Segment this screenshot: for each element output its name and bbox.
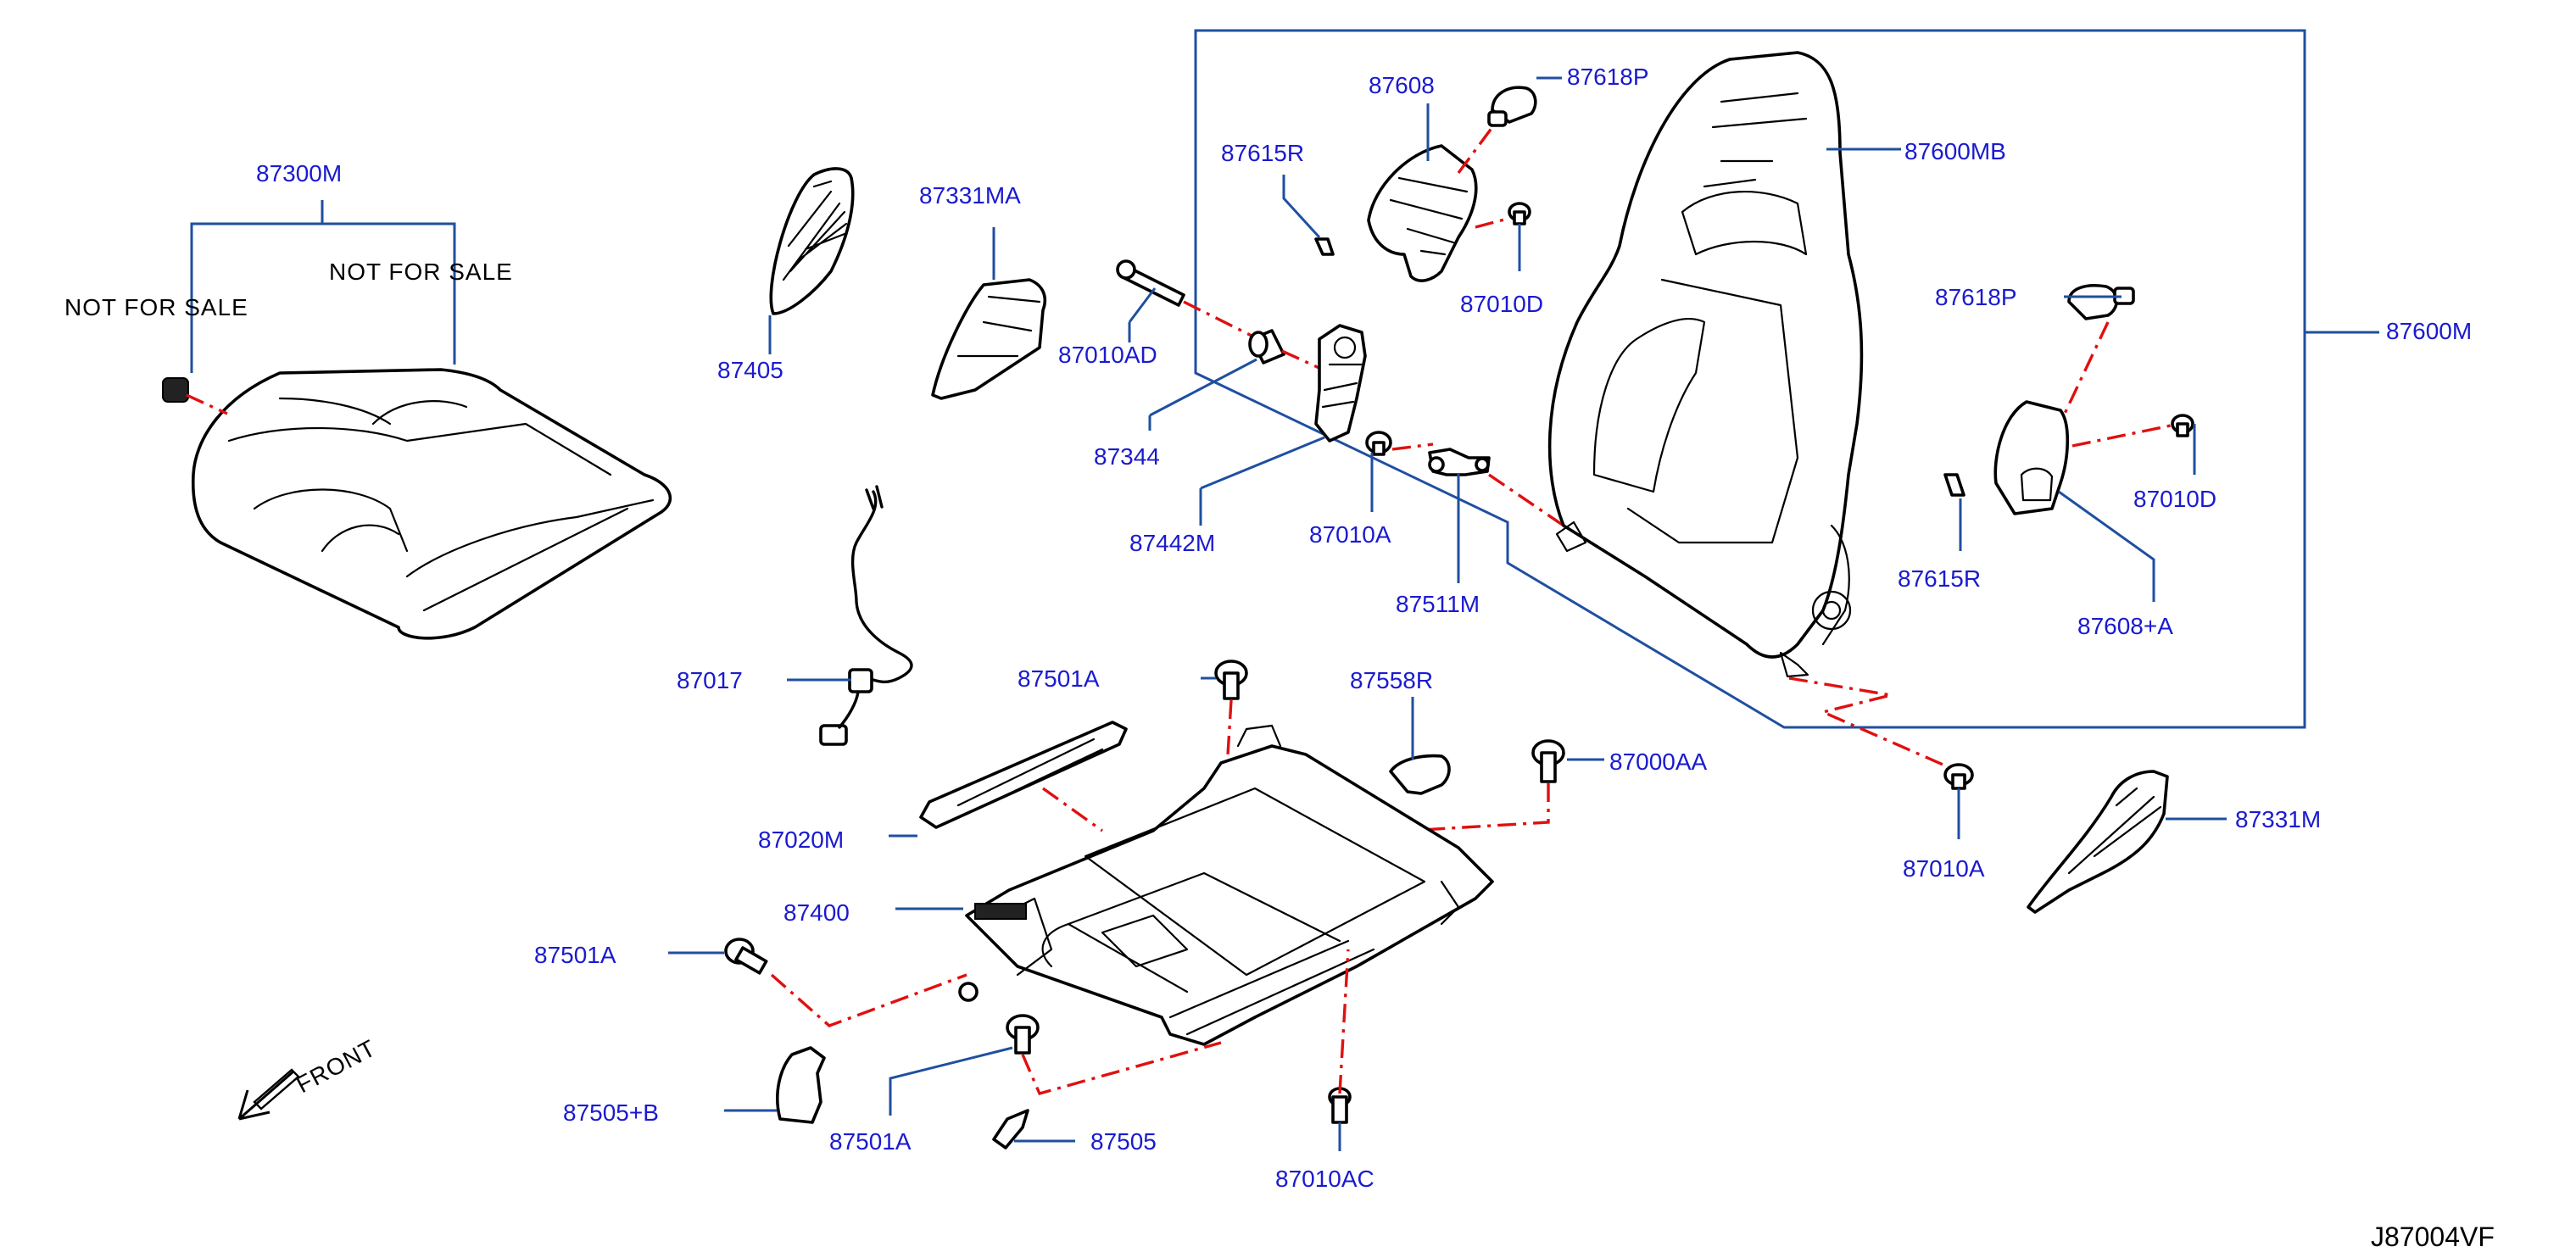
label-87618P-right: 87618P [1935,284,2017,310]
screw-87010D-top[interactable] [1508,202,1531,225]
label-87344: 87344 [1094,443,1160,470]
seat-adjuster-87400[interactable] [958,724,1494,1046]
label-87615R-right: 87615R [1898,565,1981,592]
label-87501A-left: 87501A [534,942,616,968]
dash-87501A-left [770,973,967,1027]
seatback-assembly-boundary [1194,29,2306,729]
bolt-87010A-right[interactable] [1943,763,1974,790]
label-87608: 87608 [1369,72,1435,98]
dash-87010D-top [1475,217,1508,229]
label-87505: 87505 [1090,1128,1157,1155]
knob-87618P-top[interactable] [1487,86,1537,127]
label-87615R-top: 87615R [1221,140,1304,166]
cover-87331MA[interactable] [931,278,1047,400]
dash-87501A-bottom [1021,1041,1222,1096]
label-87558R: 87558R [1350,667,1433,693]
seat-cushion-87300M[interactable] [191,368,672,640]
bolt-87010A-mid[interactable] [1365,431,1392,456]
cover-87608A[interactable] [1993,400,2070,515]
label-87010A-right: 87010A [1903,855,1985,882]
dash-bushing [1281,349,1324,371]
bolt-87000AA[interactable] [1531,739,1565,783]
side-shield-87405[interactable] [769,167,855,315]
cover-87505B[interactable] [776,1046,826,1124]
label-87600M: 87600M [2386,318,2472,344]
label-front: FRONT [292,1034,380,1098]
leader-87615R-top [1282,175,1321,239]
label-87010A-mid: 87010A [1309,521,1391,548]
cover-87608[interactable] [1367,144,1478,282]
cushion-clip[interactable] [162,377,189,403]
dash-87608-knob [1457,125,1494,175]
label-87000AA: 87000AA [1609,749,1708,775]
dash-87511M [1488,473,1564,527]
seatback-frame-87600MB[interactable] [1547,51,1864,678]
label-87010AC: 87010AC [1275,1166,1374,1192]
label-87010D-right: 87010D [2133,486,2216,512]
rail-cover-87020M[interactable] [919,721,1128,829]
dash-87020M [1042,787,1103,832]
dash-87618P-right [2062,321,2110,416]
knob-87558R[interactable] [1389,754,1451,795]
dash-87010D-right [2071,424,2172,448]
bushing-87344[interactable] [1248,329,1285,365]
label-not-for-sale-right: NOT FOR SALE [329,259,513,285]
label-not-for-sale-left: NOT FOR SALE [64,294,248,320]
label-87331M: 87331M [2235,806,2321,832]
leader-87344-a [1149,358,1257,417]
dash-87010A-mid [1391,443,1434,451]
leader-87501A-bottom [889,1046,1013,1116]
label-87511M: 87511M [1396,591,1480,617]
label-87020M: 87020M [758,827,844,853]
screw-87010D-right[interactable] [2171,414,2194,437]
front-arrow-icon [237,1068,300,1121]
dash-87010A-right [1788,676,1948,768]
label-87442M: 87442M [1129,530,1215,556]
label-87300M: 87300M [256,160,342,186]
leader-87010AD-a [1128,287,1157,323]
dash-87010AC [1338,949,1350,1094]
label-87010AD: 87010AD [1058,342,1157,368]
label-87608A: 87608+A [2077,613,2173,639]
label-87331MA: 87331MA [919,182,1021,209]
label-87501A-bottom: 87501A [829,1128,912,1155]
knob-87618P-right[interactable] [2067,284,2135,320]
leader-87300M [190,200,456,373]
label-87010D-top: 87010D [1460,291,1543,317]
bolt-87501A-bottom[interactable] [1006,1014,1040,1055]
bolt-87010AC[interactable] [1328,1087,1352,1124]
bolt-87501A-left[interactable] [724,938,768,975]
clip-87615R-top[interactable] [1314,237,1335,256]
label-87618P-top: 87618P [1567,64,1649,90]
label-87600MB: 87600MB [1904,138,2006,164]
dash-87000AA [1347,783,1550,933]
leader-87608A [2058,490,2155,602]
label-87400: 87400 [783,899,850,926]
pin-87010AD[interactable] [1116,259,1185,307]
bolt-87501A-top[interactable] [1214,660,1248,700]
dash-clip-cushion [186,393,228,415]
clip-87615R-right[interactable] [1943,473,1965,497]
recliner-87442M[interactable] [1314,324,1367,443]
dash-pin [1183,300,1252,337]
label-87017: 87017 [677,667,743,693]
cover-87505[interactable] [992,1109,1029,1149]
label-87405: 87405 [717,357,783,383]
leader-87442M-a [1200,436,1325,490]
label-87501A-top: 87501A [1018,665,1100,692]
harness-87017[interactable] [819,485,913,746]
label-87505B: 87505+B [563,1099,659,1126]
bracket-87511M[interactable] [1428,448,1491,476]
diagram-id: J87004VF [2371,1222,2495,1252]
shield-87331M[interactable] [2027,770,2169,914]
